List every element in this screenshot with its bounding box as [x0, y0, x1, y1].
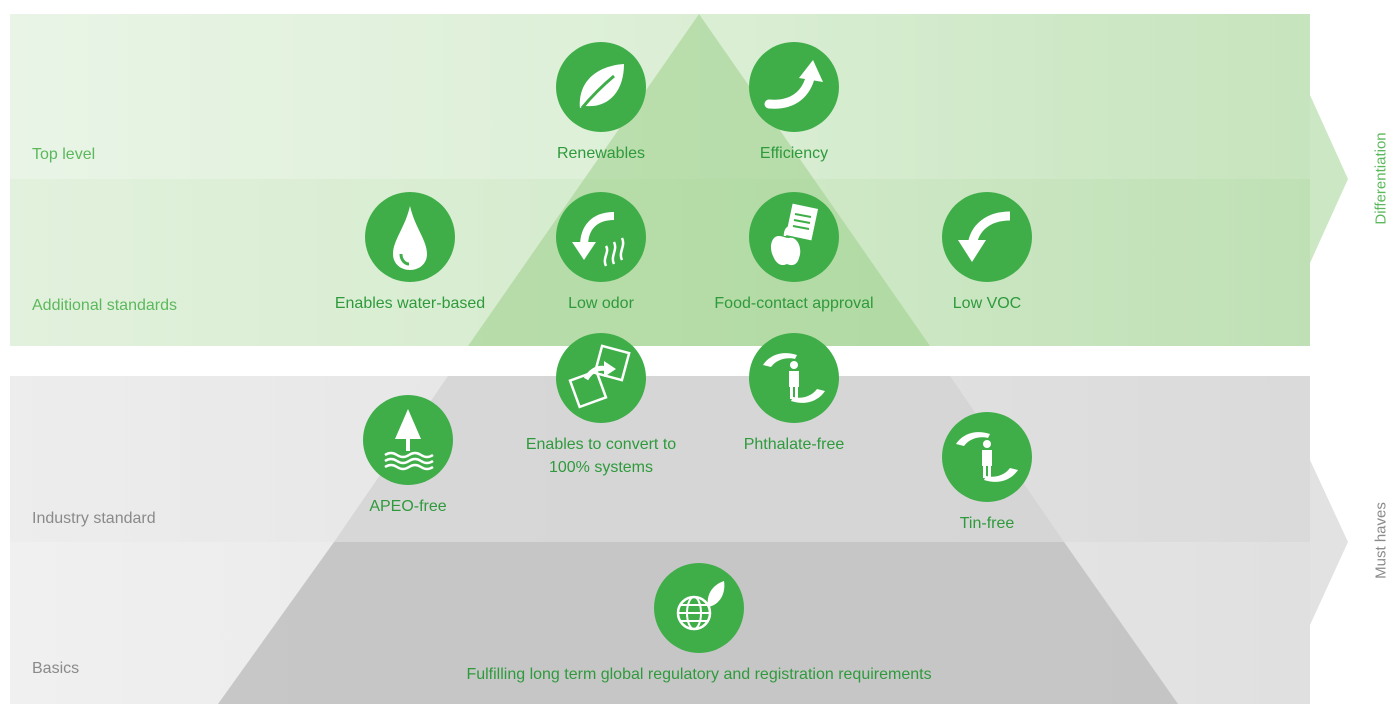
must-haves-arrow [1310, 460, 1348, 625]
item-low-odor: Low odor [531, 192, 671, 315]
side-label-differentiation: Differentiation [1372, 132, 1390, 225]
item-regulatory: Fulfilling long term global regulatory a… [399, 563, 999, 686]
item-low-voc: Low VOC [917, 192, 1057, 315]
level-label-additional: Additional standards [32, 297, 177, 314]
item-water-based: Enables water-based [310, 192, 510, 315]
caption-efficiency: Efficiency [759, 145, 829, 162]
level-label-industry: Industry standard [32, 510, 156, 527]
item-phthalate-free: Phthalate-free [714, 333, 874, 456]
convert-icon [556, 333, 646, 423]
caption-convert-line1: Enables to convert to [525, 436, 677, 453]
item-apeo-free: APEO-free [338, 395, 478, 518]
caption-food-contact: Food-contact approval [714, 295, 874, 312]
caption-regulatory: Fulfilling long term global regulatory a… [466, 666, 932, 683]
caption-water-based: Enables water-based [334, 295, 486, 312]
caption-low-odor: Low odor [568, 295, 634, 312]
item-efficiency: Efficiency [724, 42, 864, 165]
apple-document-icon [749, 192, 839, 282]
item-renewables: Renewables [531, 42, 671, 165]
caption-renewables: Renewables [556, 145, 646, 162]
protected-person-icon [942, 412, 1032, 502]
protected-person-icon [749, 333, 839, 423]
caption-low-voc: Low VOC [952, 295, 1022, 312]
tree-water-icon [363, 395, 453, 485]
caption-apeo-free: APEO-free [369, 498, 447, 515]
caption-tin-free: Tin-free [959, 515, 1015, 532]
leaf-icon [556, 42, 646, 132]
level-label-top: Top level [32, 146, 96, 163]
level-label-basics: Basics [32, 660, 80, 677]
water-drop-icon [365, 192, 455, 282]
upward-curve-arrow-icon [749, 42, 839, 132]
side-label-must-haves: Must haves [1372, 502, 1390, 579]
pyramid-middle-gray [334, 376, 1064, 542]
low-odor-icon [556, 192, 646, 282]
item-convert: Enables to convert to 100% systems [486, 333, 716, 479]
item-tin-free: Tin-free [917, 412, 1057, 535]
caption-convert-line2: 100% systems [548, 459, 654, 476]
differentiation-arrow [1310, 95, 1348, 263]
item-food-contact: Food-contact approval [694, 192, 894, 315]
caption-phthalate-free: Phthalate-free [743, 436, 845, 453]
downward-curve-arrow-icon [942, 192, 1032, 282]
globe-leaf-icon [654, 563, 744, 653]
